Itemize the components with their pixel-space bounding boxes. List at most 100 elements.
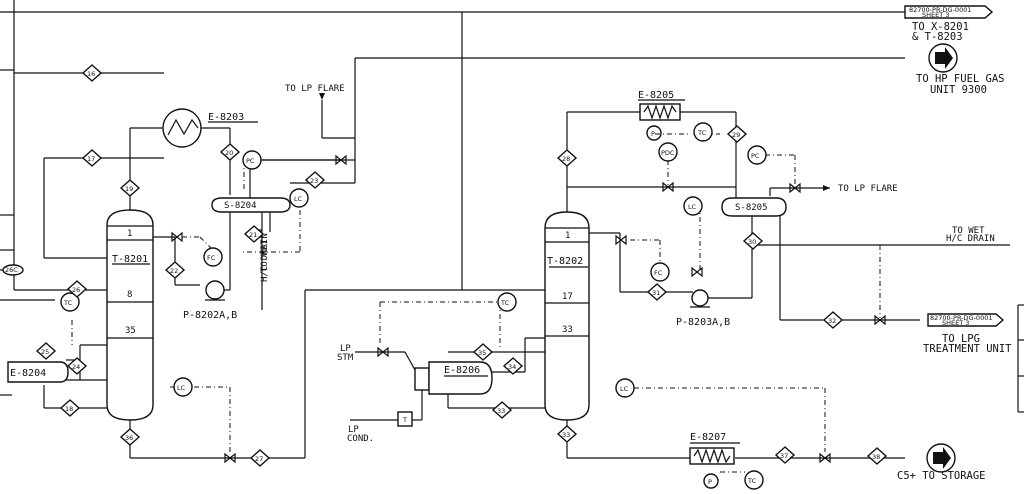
stream-38-diamond (866, 447, 888, 465)
stream-21-diamond (243, 225, 265, 243)
s8205-tag: S-8205 (735, 203, 768, 213)
stream-16-label: 16 (87, 70, 95, 78)
pump-p8202: P-8202A,B (183, 250, 237, 321)
lc-t8202-label: LC (620, 385, 629, 393)
to-lp-flare-top: TO LP FLARE (285, 84, 345, 94)
sheet-ref-top-2: SHEET 3 (922, 11, 949, 19)
stream-24-label: 24 (72, 363, 80, 371)
stream-34-label: 34 (508, 363, 516, 371)
exchanger-e8206: E-8206 T (350, 337, 545, 427)
stream-number-diamonds: 1617192021222324252627282930313233343536… (35, 64, 888, 467)
to-x8201-1: TO X-8201 (912, 21, 969, 33)
lc-s8205-label: LC (688, 203, 697, 211)
sheet-ref-mid-1: 82700-PR-DG-0001 (930, 314, 992, 322)
e8205-fan-label: P (651, 130, 655, 138)
column-t8201: 1 T-8201 8 35 (106, 209, 154, 421)
stream-26c: 26C (2, 264, 24, 276)
tc-e8205-label: TC (697, 129, 707, 137)
stream-26c-label: 26C (5, 266, 18, 274)
tc-e8207-label: TC (747, 477, 757, 485)
stream-37-diamond (774, 446, 796, 464)
trap-label: T (402, 416, 407, 424)
lc-bubble-t8201 (173, 377, 193, 397)
stream-33-diamond (491, 401, 513, 419)
e8207-tag: E-8207 (690, 432, 726, 443)
stream-17-diamond (81, 149, 103, 167)
fc-left-label: FC (207, 254, 216, 262)
t8201-tray-8: 8 (127, 290, 132, 300)
stream-18-label: 18 (65, 405, 73, 413)
stream-28-label: 28 (562, 155, 570, 163)
pc-left-label: PC (246, 157, 255, 165)
stream-27-label: 27 (255, 455, 263, 463)
e8204-tag: E-8204 (10, 368, 46, 379)
c5-storage: C5+ TO STORAGE (897, 470, 986, 482)
stream-37-label: 37 (780, 452, 788, 460)
tc-bubble-left (60, 292, 80, 312)
stream-33-diamond (556, 425, 578, 443)
to-lp-flare-right: TO LP FLARE (838, 184, 898, 194)
stream-28-diamond (556, 149, 578, 167)
stream-30-label: 30 (748, 238, 756, 246)
t8202-piping (566, 111, 1010, 459)
stream-17-label: 17 (87, 155, 95, 163)
e8205-tag: E-8205 (638, 90, 674, 101)
e8206-tag: E-8206 (444, 365, 480, 376)
wet-drain-left-1: TO WET (260, 239, 270, 272)
stream-19-diamond (119, 179, 141, 197)
stream-38-label: 38 (872, 453, 880, 461)
t8201-tag: T-8201 (112, 254, 148, 265)
stream-22-label: 22 (170, 267, 178, 275)
stream-31-label: 31 (652, 289, 660, 297)
control-valves (171, 154, 886, 464)
column-t8202: 1 T-8202 17 33 (544, 211, 590, 421)
drum-s8205: S-8205 (721, 197, 787, 217)
stream-32-diamond (822, 311, 844, 329)
stream-35-label: 35 (478, 349, 486, 357)
t8201-tray-35: 35 (125, 326, 136, 336)
stream-29-label: 29 (732, 131, 740, 139)
hp-fuel-gas-2: UNIT 9300 (930, 84, 987, 96)
lp-cond-1: LP (348, 425, 359, 435)
stream-26-diamond (66, 280, 88, 298)
t8201-tray-1: 1 (127, 229, 132, 239)
stream-33-label: 33 (497, 407, 505, 415)
stream-23-diamond (304, 171, 326, 189)
p8203-tag: P-8203A,B (676, 317, 730, 328)
stream-36-diamond (119, 428, 141, 446)
sheet-ref-top-1: 82700-PR-DG-0001 (909, 6, 971, 14)
s8204-overhead (249, 12, 905, 290)
tc-left-label: TC (63, 299, 73, 307)
lp-cond-2: COND. (347, 434, 374, 444)
instruments-left: PC LC FC TC LC (60, 150, 309, 397)
stream-35-diamond (472, 343, 494, 361)
wet-drain-right-1: TO WET (952, 226, 985, 236)
pc-right-label: PC (751, 152, 760, 160)
stream-30-diamond (742, 232, 764, 250)
instruments-right: TC PDC PC LC FC TC LC TC (497, 122, 767, 490)
lc-s8204-label: LC (294, 195, 303, 203)
stream-24-diamond (66, 357, 88, 375)
pump-p8203: P-8203A,B (676, 289, 730, 328)
hp-fuel-gas-1: TO HP FUEL GAS (916, 73, 1005, 85)
wet-drain-left-2: H/C DRAIN (260, 233, 270, 282)
t8202-tray-33: 33 (562, 325, 573, 335)
t8201-piping (0, 70, 545, 459)
stream-22-diamond (164, 261, 186, 279)
stream-19-label: 19 (125, 185, 133, 193)
off-sheet-connectors: 82700-PR-DG-0001 SHEET 3 82700-PR-DG-000… (904, 5, 1005, 473)
stream-27-diamond (249, 449, 271, 467)
exchanger-e8205: E-8205 P (638, 90, 685, 141)
p8202-tag: P-8202A,B (183, 310, 237, 321)
stream-26-label: 26 (72, 286, 80, 294)
stream-16-diamond (81, 64, 103, 82)
wet-drain-right-2: H/C DRAIN (946, 234, 995, 244)
stream-36-label: 36 (125, 434, 133, 442)
stream-25-diamond (35, 342, 57, 360)
lc-bubble-s8204 (289, 188, 309, 208)
lp-stm-1: LP (340, 344, 351, 354)
lp-stm-2: STM (337, 353, 354, 363)
stream-33-label: 33 (562, 431, 570, 439)
exchanger-e8204: E-8204 (7, 361, 69, 383)
